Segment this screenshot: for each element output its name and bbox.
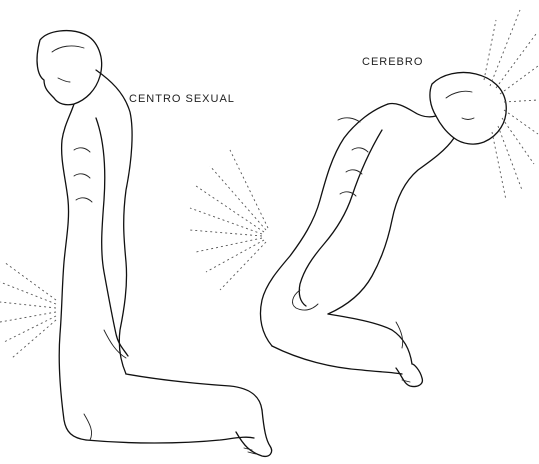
right-figure-head	[430, 72, 506, 144]
right-figure-thigh	[328, 314, 412, 364]
left-figure-arm	[96, 118, 128, 356]
right-figure-back	[328, 138, 454, 314]
left-figure-thigh	[126, 374, 262, 410]
rays-right-brain	[484, 10, 538, 200]
left-figure-head	[37, 31, 102, 105]
left-figure-shin	[86, 437, 254, 443]
rays-left-sexual-center	[0, 262, 56, 358]
brain-label: CEREBRO	[362, 56, 423, 68]
left-figure-back	[96, 70, 132, 374]
sexual-center-label: CENTRO SEXUAL	[129, 93, 235, 105]
right-figure-shin	[272, 346, 402, 374]
left-figure-front	[59, 104, 86, 440]
right-figure-arching	[260, 72, 506, 386]
rays-center-sexual-center	[190, 150, 268, 290]
right-figure-chest	[260, 104, 388, 346]
right-figure-foot	[396, 364, 422, 387]
right-figure-neck	[388, 103, 436, 116]
left-figure-foot	[236, 410, 272, 456]
